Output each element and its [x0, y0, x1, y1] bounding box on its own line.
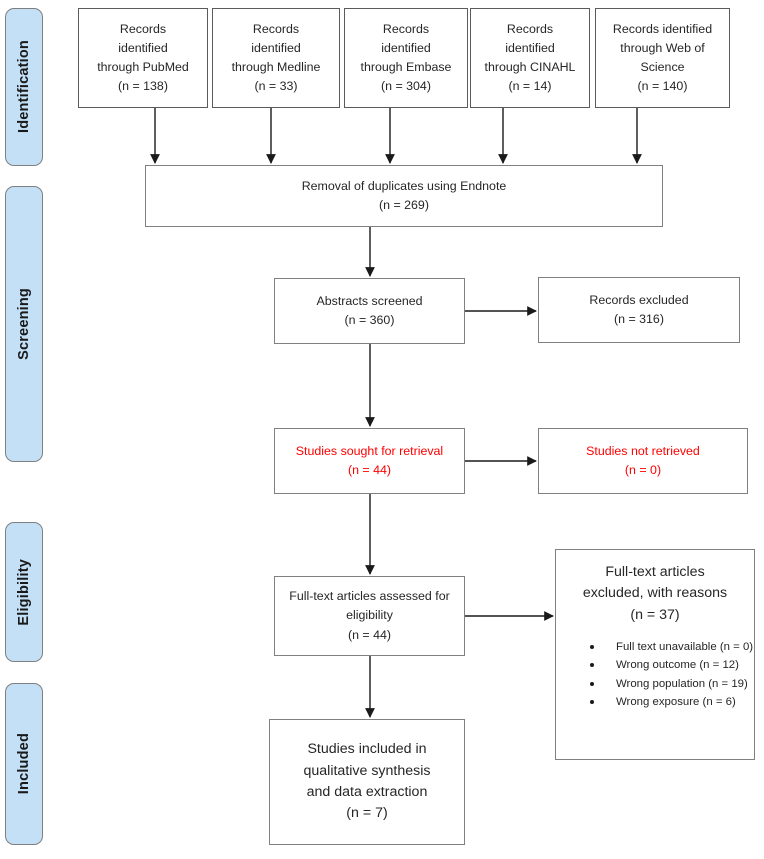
source-pubmed-line2: identified [118, 40, 168, 55]
duplicates-box: Removal of duplicates using Endnote (n =… [145, 165, 663, 227]
source-box-cinahl: Records identified through CINAHL (n = 1… [470, 8, 590, 108]
exclusion-reasons-list: Full text unavailable (n = 0) Wrong outc… [560, 638, 753, 712]
source-wos-line2: through Web of [620, 40, 705, 55]
fulltext-assessed-box: Full-text articles assessed for eligibil… [274, 576, 465, 656]
source-box-medline: Records identified through Medline (n = … [212, 8, 340, 108]
exclusion-reason-item: Wrong population (n = 19) [590, 675, 750, 693]
abstracts-screened-line1: Abstracts screened [316, 293, 423, 308]
source-cinahl-line1: Records [506, 21, 554, 36]
studies-included-line2: qualitative synthesis [303, 762, 431, 779]
source-box-embase: Records identified through Embase (n = 3… [344, 8, 468, 108]
abstracts-screened-box: Abstracts screened (n = 360) [274, 278, 465, 344]
source-pubmed-count: (n = 138) [118, 79, 168, 94]
source-cinahl-line3: through CINAHL [484, 60, 576, 74]
source-wos-line1: Records identified [612, 21, 713, 36]
studies-included-line1: Studies included in [307, 741, 427, 758]
records-excluded-box: Records excluded (n = 316) [538, 277, 740, 343]
studies-included-line3: and data extraction [306, 784, 428, 800]
duplicates-count: (n = 269) [379, 198, 429, 212]
stage-label-screening: Screening [5, 186, 43, 462]
studies-included-count: (n = 7) [346, 805, 388, 822]
source-wos-count: (n = 140) [637, 79, 688, 94]
fulltext-assessed-count: (n = 44) [347, 627, 392, 642]
source-medline-line1: Records [252, 21, 300, 36]
studies-not-retrieved-line1: Studies not retrieved [586, 443, 700, 458]
source-medline-line2: identified [251, 40, 301, 55]
source-cinahl-line2: identified [505, 40, 555, 55]
studies-not-retrieved-count: (n = 0) [624, 463, 662, 477]
source-medline-line3: through Medline [231, 60, 321, 74]
source-box-web-of-science: Records identified through Web of Scienc… [595, 8, 730, 108]
source-embase-line3: through Embase [360, 60, 452, 74]
fulltext-excluded-box: Full-text articles excluded, with reason… [555, 549, 755, 760]
exclusion-reason-item: Full text unavailable (n = 0) [590, 638, 753, 656]
studies-not-retrieved-box: Studies not retrieved (n = 0) [538, 428, 748, 494]
source-embase-line1: Records [382, 21, 430, 36]
studies-sought-count: (n = 44) [347, 463, 392, 477]
stage-label-identification: Identification [5, 8, 43, 166]
source-pubmed-line3: through PubMed [97, 60, 189, 74]
source-embase-line2: identified [381, 40, 431, 55]
exclusion-reason-item: Wrong outcome (n = 12) [590, 656, 750, 674]
fulltext-excluded-line2: excluded, with reasons [582, 585, 728, 602]
records-excluded-count: (n = 316) [614, 312, 664, 326]
source-cinahl-count: (n = 14) [508, 79, 552, 94]
studies-included-box: Studies included in qualitative synthesi… [269, 719, 465, 845]
source-pubmed-line1: Records [119, 21, 167, 36]
stage-label-included: Included [5, 683, 43, 845]
exclusion-reason-item: Wrong exposure (n = 6) [590, 693, 750, 711]
source-wos-line3: Science [640, 60, 685, 74]
fulltext-excluded-line1: Full-text articles [605, 564, 705, 580]
source-box-pubmed: Records identified through PubMed (n = 1… [78, 8, 208, 108]
source-medline-count: (n = 33) [254, 79, 298, 94]
studies-sought-box: Studies sought for retrieval (n = 44) [274, 428, 465, 494]
source-embase-count: (n = 304) [381, 79, 431, 94]
records-excluded-line1: Records excluded [589, 292, 689, 307]
abstracts-screened-count: (n = 360) [344, 313, 395, 327]
fulltext-assessed-line1: Full-text articles assessed for [289, 589, 450, 604]
studies-sought-line1: Studies sought for retrieval [295, 443, 444, 458]
fulltext-excluded-count: (n = 37) [630, 606, 680, 623]
duplicates-line1: Removal of duplicates using Endnote [301, 178, 507, 193]
fulltext-assessed-line2: eligibility [346, 608, 393, 623]
stage-label-eligibility: Eligibility [5, 522, 43, 662]
